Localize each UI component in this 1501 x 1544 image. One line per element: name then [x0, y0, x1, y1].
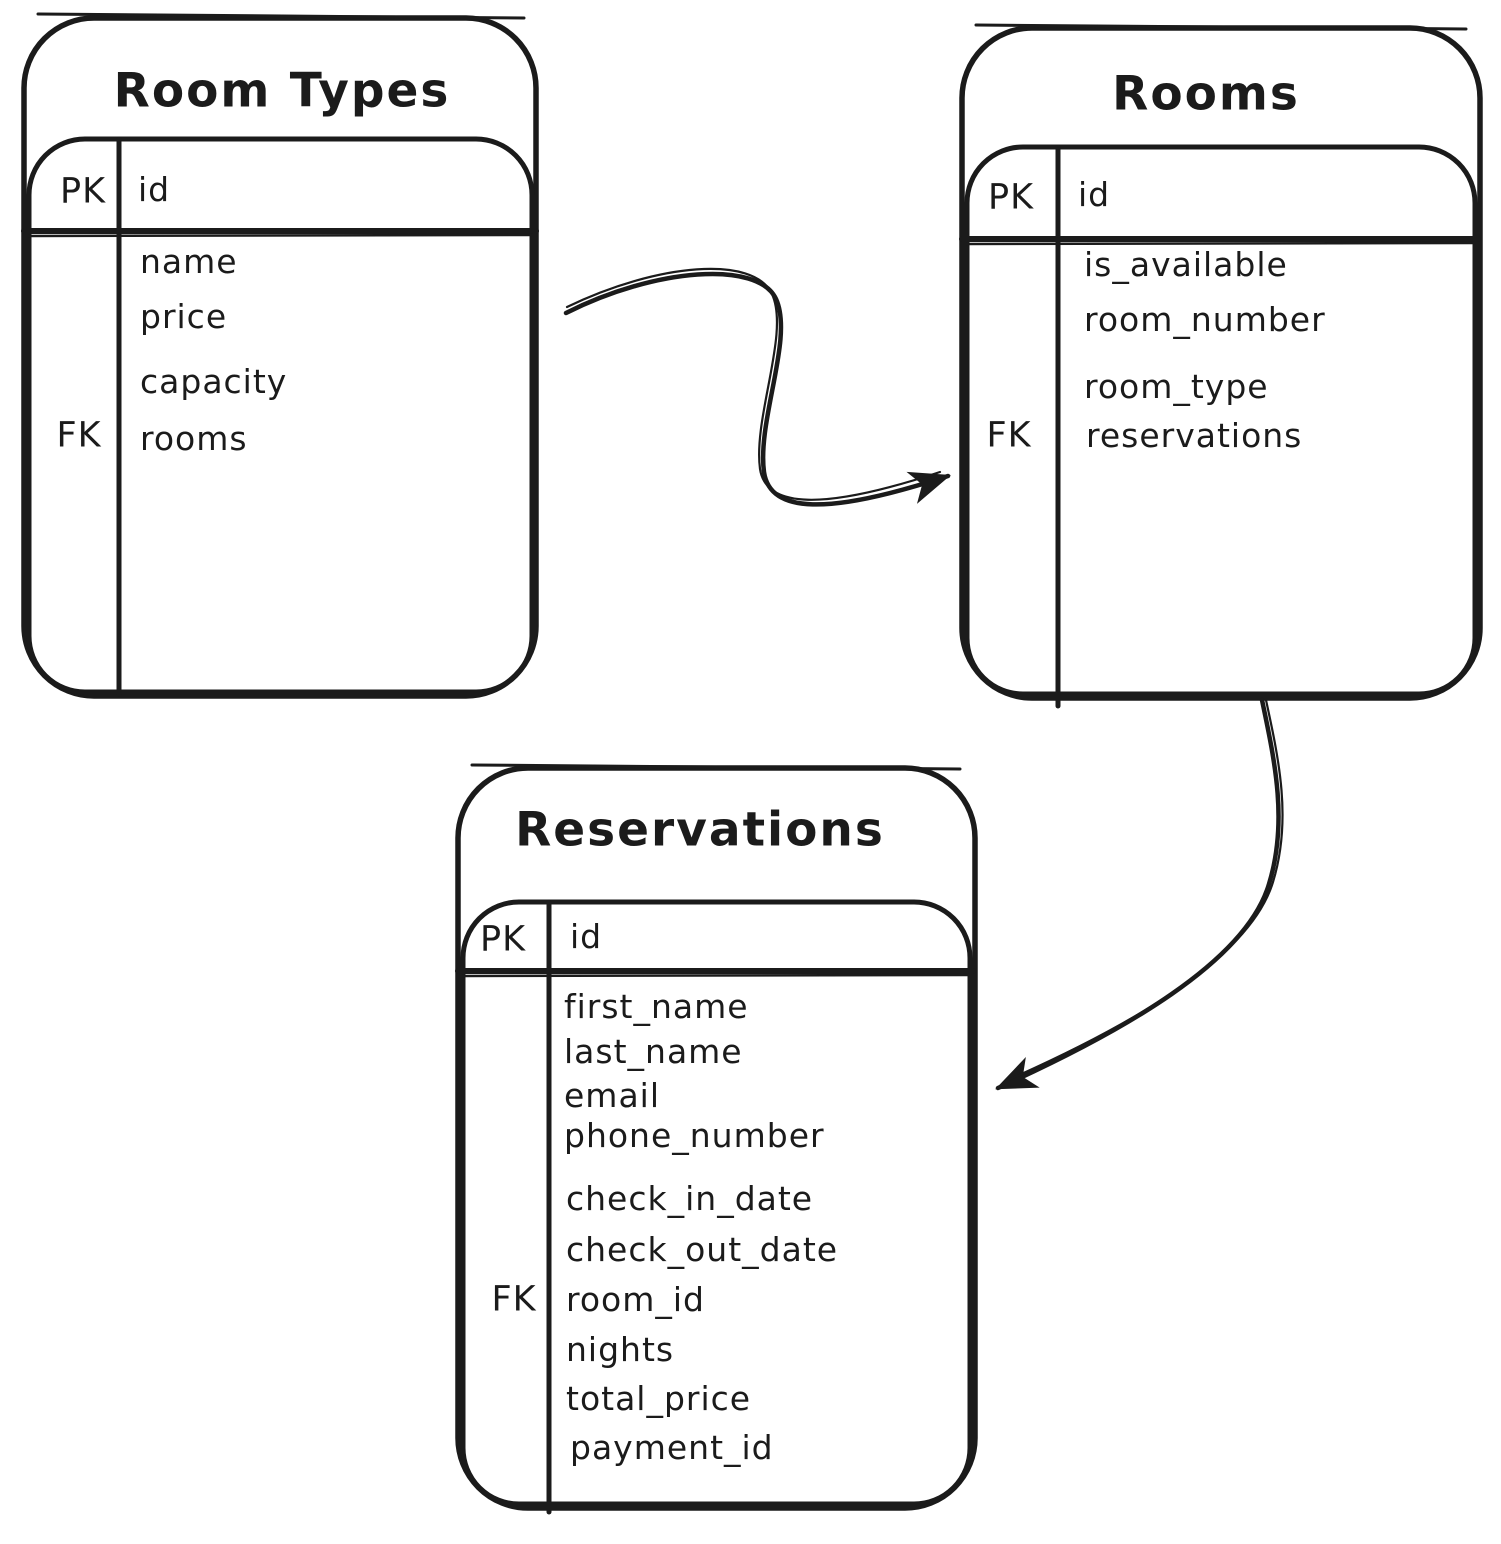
rooms-pk-label: PK: [987, 177, 1035, 218]
reservations-top-overdraw: [470, 763, 962, 771]
rooms-fk-label: FK: [986, 415, 1032, 456]
reservations-field-last-name: last_name: [564, 1031, 743, 1071]
reservations-field-room-id: room_id: [566, 1279, 705, 1319]
rooms-field-room-number: room_number: [1084, 299, 1326, 339]
room-types-header-divider-overdraw: [26, 233, 534, 238]
room-types-body-outline: [26, 136, 535, 695]
room-types-top-overdraw: [36, 12, 526, 20]
room-types-field-price: price: [140, 296, 228, 336]
relation-arrow-roomtypes-rooms: [563, 271, 951, 507]
reservations-field-nights: nights: [566, 1329, 675, 1369]
rooms-header-divider-overdraw: [964, 241, 1476, 246]
room-types-field-capacity: capacity: [140, 361, 288, 401]
reservations-field-check-in-date: check_in_date: [566, 1178, 814, 1218]
rooms-title: Rooms: [1112, 66, 1300, 122]
reservations-pk-label: PK: [479, 919, 527, 960]
rooms-field-id: id: [1078, 174, 1111, 214]
rooms-field-room-type: room_type: [1084, 366, 1269, 406]
room-types-title: Room Types: [113, 63, 451, 119]
reservations-title: Reservations: [515, 802, 885, 858]
rooms-field-is-available: is_available: [1084, 244, 1288, 284]
rooms-field-reservations: reservations: [1086, 415, 1303, 455]
reservations-field-phone-number: phone_number: [564, 1115, 825, 1155]
reservations-body-outline: [460, 899, 973, 1507]
reservations-field-check-out-date: check_out_date: [566, 1229, 839, 1269]
reservations-header-divider-overdraw: [460, 973, 971, 978]
reservations-field-email: email: [564, 1075, 661, 1115]
reservations-field-total-price: total_price: [566, 1378, 752, 1418]
rooms-outline: [959, 25, 1483, 701]
relation-arrow-roomtypes-rooms-overdraw: [565, 267, 942, 501]
room-types-fk-label: FK: [56, 415, 102, 456]
room-types-field-id: id: [138, 169, 171, 209]
room-types-field-name: name: [140, 241, 238, 281]
reservations-fk-label: FK: [491, 1279, 537, 1320]
relation-arrow-rooms-reservations: [995, 697, 1281, 1091]
room-types-outline: [21, 15, 539, 699]
reservations-field-first-name: first_name: [564, 986, 749, 1026]
relation-arrow-rooms-reservations-overdraw: [1006, 698, 1284, 1082]
reservations-field-payment-id: payment_id: [570, 1427, 774, 1467]
rooms-body-outline: [964, 144, 1478, 697]
rooms-top-overdraw: [974, 23, 1468, 31]
room-types-pk-label: PK: [59, 171, 107, 212]
reservations-field-id: id: [570, 916, 603, 956]
room-types-field-rooms: rooms: [140, 418, 248, 458]
